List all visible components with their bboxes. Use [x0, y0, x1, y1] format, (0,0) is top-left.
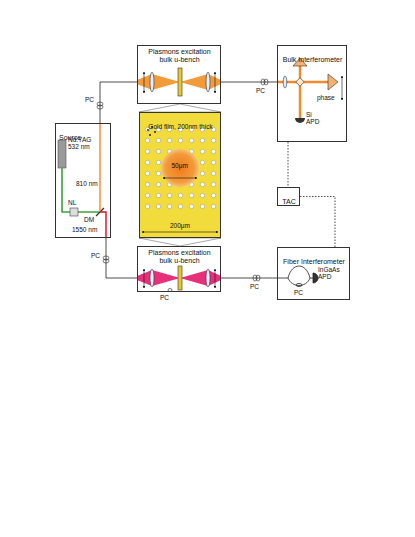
wavelength-label: 810 nm — [76, 180, 98, 187]
source-optics — [70, 208, 78, 216]
zoom-lines — [139, 104, 221, 112]
tac-box: TAC — [277, 187, 300, 206]
signal-cable — [300, 197, 335, 248]
bench-optics — [144, 72, 145, 93]
box-title: Bulk Interferometer — [283, 56, 343, 64]
gold-film — [149, 134, 151, 136]
bench-optics — [178, 68, 182, 96]
pc-label: PC — [250, 283, 259, 290]
bench-optics — [215, 72, 216, 93]
fiber-optics — [288, 278, 310, 286]
pc-label: PC — [85, 96, 94, 103]
dimension-label: 50μm — [172, 162, 188, 169]
gold-film — [163, 178, 197, 179]
optical-fiber — [221, 82, 277, 83]
pc-label: PC — [294, 289, 303, 296]
source-optics — [62, 168, 100, 212]
detector-label: Si APD — [306, 111, 322, 125]
bench-optics — [137, 266, 221, 290]
interferometer-box: Fiber Interferometer — [277, 247, 350, 300]
optical-fiber — [221, 278, 277, 279]
fiber-optics — [277, 266, 318, 287]
fiber-optics — [277, 266, 313, 278]
box-title: Plasmons excitation bulk u-bench — [145, 249, 215, 265]
fiber-coil — [97, 79, 268, 292]
signal-cable — [288, 142, 289, 187]
box-title: Fiber Interferometer — [283, 258, 345, 266]
gold-film — [161, 149, 199, 187]
bench-optics — [206, 269, 210, 287]
fiber-optics — [313, 273, 318, 283]
optical-fiber — [100, 82, 137, 123]
pc-label: PC — [256, 87, 265, 94]
gold-film — [154, 131, 156, 133]
interferometer-optics — [328, 74, 338, 90]
source-optics — [58, 123, 106, 238]
zoom-lines — [139, 238, 221, 246]
bench-box: Plasmons excitation bulk u-bench — [137, 45, 221, 104]
bench-optics — [150, 72, 154, 92]
box-title: TAC — [282, 195, 295, 208]
component-label: NL — [68, 199, 76, 206]
interferometer-optics — [299, 82, 302, 118]
pc-label: PC — [160, 294, 169, 301]
box-title: Gold film, 200nm thick — [148, 123, 212, 130]
laser-label: Nd:YAG 532 nm — [68, 136, 95, 150]
interferometer-optics — [342, 76, 343, 100]
wavelength-label: 1550 nm — [72, 226, 97, 233]
phase-label: phase — [317, 94, 335, 101]
pc-label: PC — [91, 252, 100, 259]
bench-box: Plasmons excitation bulk u-bench — [137, 246, 221, 292]
gold-film — [139, 112, 221, 238]
component-label: DM — [84, 216, 94, 223]
source-optics — [58, 140, 66, 168]
dimension-label: 200μm — [170, 222, 190, 229]
bench-optics — [178, 266, 182, 290]
optical-fiber — [106, 238, 137, 278]
bench-optics — [215, 269, 216, 288]
source-optics — [99, 123, 100, 212]
fiber-optics — [296, 284, 302, 287]
gold-film-inset: Gold film, 200nm thick — [139, 112, 221, 238]
interferometer-box: Bulk Interferometer — [277, 45, 347, 142]
gold-film — [139, 112, 221, 238]
bench-optics — [206, 72, 210, 92]
gold-film — [142, 232, 218, 233]
bench-optics — [137, 68, 221, 96]
interferometer-optics — [296, 78, 304, 86]
bench-optics — [150, 269, 154, 287]
interferometer-optics — [283, 76, 287, 88]
gold-film — [142, 124, 219, 212]
source-optics — [100, 212, 106, 238]
box-title: Plasmons excitation bulk u-bench — [145, 48, 215, 64]
bench-optics — [144, 269, 145, 288]
detector-label: InGaAs APD — [318, 266, 348, 280]
interferometer-optics — [295, 118, 305, 123]
